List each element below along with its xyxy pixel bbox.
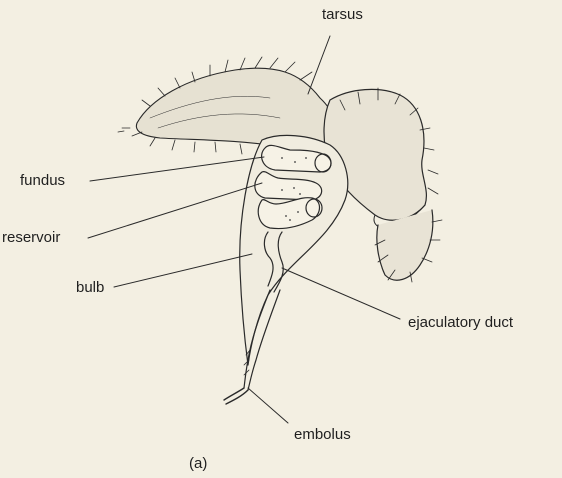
leader-bulb <box>114 254 252 287</box>
label-reservoir: reservoir <box>2 230 60 245</box>
leader-tarsus <box>308 36 330 94</box>
label-bulb: bulb <box>76 280 104 295</box>
leader-reservoir <box>88 183 262 238</box>
leader-fundus <box>90 157 264 181</box>
label-fundus: fundus <box>20 173 65 188</box>
label-tarsus: tarsus <box>322 7 363 22</box>
figure-caption: (a) <box>189 456 207 471</box>
label-ejaculatory-duct: ejaculatory duct <box>408 315 513 330</box>
leader-embolus <box>248 388 288 423</box>
label-embolus: embolus <box>294 427 351 442</box>
leader-ejaculatory-duct <box>282 268 400 319</box>
